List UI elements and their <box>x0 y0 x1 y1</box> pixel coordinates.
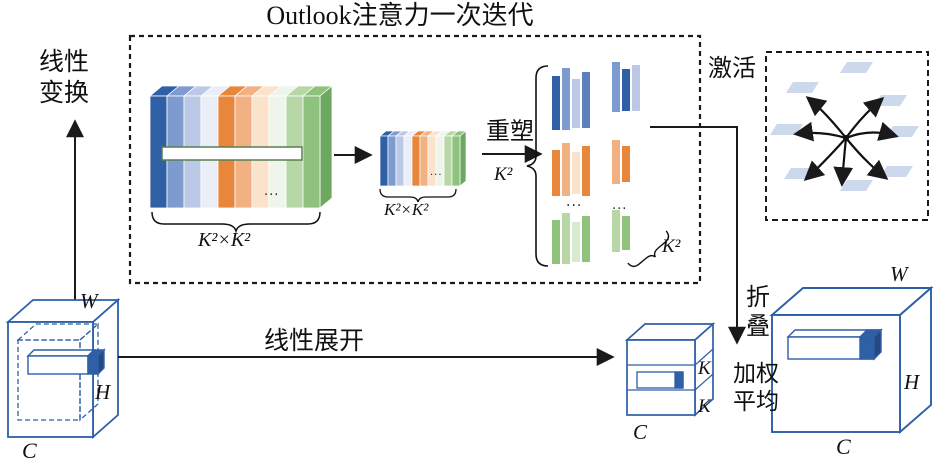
input-cube-channels-label: C <box>22 438 37 463</box>
activation-label: 激活 <box>708 56 756 82</box>
diagram-title: Outlook注意力一次迭代 <box>266 1 534 30</box>
big-stack-underbrace <box>151 211 321 234</box>
kernel-k-height-label: K <box>698 358 711 379</box>
ellipsis-big-stack: ... <box>264 184 280 199</box>
ellipsis-matrix-left: ... <box>566 194 583 210</box>
kernel-block-stripes <box>627 348 714 391</box>
output-cube <box>769 285 934 435</box>
weight-bar-matrix <box>526 62 670 268</box>
input-vector-bar <box>26 348 106 376</box>
output-cube-width-label: W <box>890 262 908 286</box>
small-stack-underbrace <box>379 188 457 203</box>
activation-fold-arrow <box>650 126 746 345</box>
sliding-window-dashed <box>16 322 100 422</box>
k2-reshape-label: K² <box>494 164 513 185</box>
attention-arrows <box>793 96 899 187</box>
attention-pattern-box <box>765 51 929 221</box>
linear-transform-label: 线性 变换 <box>38 49 89 107</box>
kernel-k-width-label: K <box>698 396 711 417</box>
big-slab-stack <box>148 85 334 234</box>
matrix-left-brace <box>526 65 549 267</box>
input-cube-width-label: W <box>80 289 98 313</box>
kernel-channels-label: C <box>633 420 648 444</box>
output-cube-height-label: H <box>904 370 920 394</box>
fold-label: 折 叠 <box>746 285 770 341</box>
input-cube-height-label: H <box>95 380 111 404</box>
k2xk2-small-stack-label: K²×K² <box>384 200 429 219</box>
kernel-vector-bar <box>636 371 684 389</box>
output-cube-channels-label: C <box>836 434 851 459</box>
outlook-iteration-box <box>128 34 702 285</box>
attention-patches <box>770 62 919 191</box>
kernel-block <box>624 322 716 417</box>
ellipsis-matrix-right: ... <box>612 198 628 213</box>
linear-unfold-label: 线性展开 <box>264 328 365 355</box>
reshape-label: 重塑 <box>486 119 534 145</box>
attention-center-dot <box>843 135 849 141</box>
input-cube <box>5 298 121 439</box>
matrix-corner-brace <box>627 230 670 268</box>
k2-matrix-label: K² <box>662 236 681 257</box>
ellipsis-small-stack: ... <box>430 167 443 178</box>
small-slab-stack <box>379 130 467 203</box>
k2xk2-big-stack-label: K²×K² <box>198 229 251 251</box>
unfolded-vector-bar <box>161 146 303 161</box>
output-vector-bar <box>786 328 883 361</box>
weighted-average-label: 加权 平均 <box>733 361 779 415</box>
